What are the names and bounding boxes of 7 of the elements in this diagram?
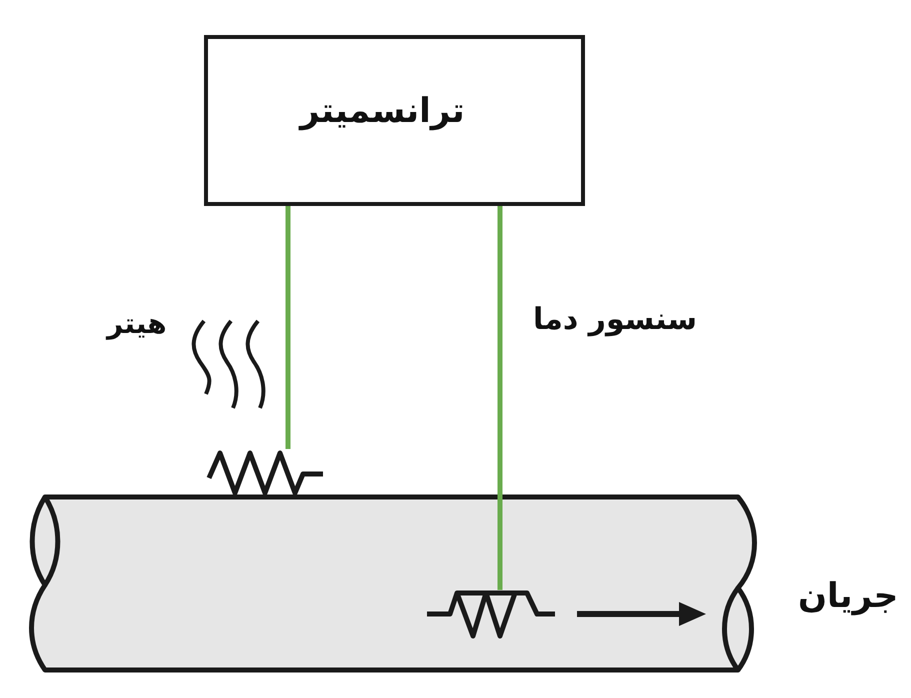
transmitter-box	[204, 35, 585, 206]
sensor-label: سنسور دما	[533, 302, 698, 338]
flow-label: جریان	[798, 576, 898, 617]
heater-label: هیتر	[107, 307, 167, 341]
wire	[286, 206, 290, 449]
wire	[498, 206, 502, 590]
transmitter-label: ترانسمیتر	[300, 91, 465, 132]
